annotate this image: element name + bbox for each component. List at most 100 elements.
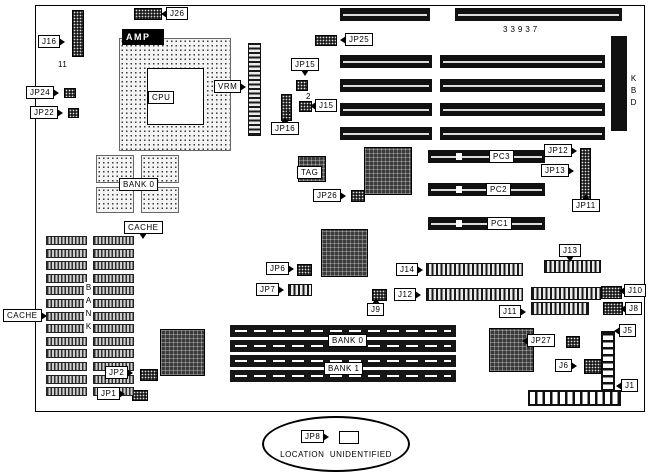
callout-jp13: JP13 bbox=[541, 164, 575, 177]
qfp-chip-north bbox=[364, 147, 412, 195]
callout-tag: TAG bbox=[297, 166, 323, 179]
j11-connector-upper bbox=[531, 287, 601, 300]
isa-slot-3-left bbox=[340, 79, 432, 92]
j1-connector bbox=[528, 390, 621, 406]
cache-chip bbox=[46, 273, 87, 283]
simm-slot-4 bbox=[230, 370, 456, 382]
cache-chip bbox=[93, 311, 134, 321]
jp8-part bbox=[339, 431, 359, 444]
cache-chip bbox=[46, 299, 87, 308]
callout-jp24: JP24 bbox=[26, 86, 60, 99]
callout-pc3: PC3 bbox=[489, 150, 515, 163]
j16-connector bbox=[72, 10, 84, 57]
callout-j5: J5 bbox=[613, 324, 637, 337]
cache-chip bbox=[93, 286, 134, 296]
bank0-chip-4 bbox=[141, 187, 179, 213]
vrm-connector bbox=[248, 43, 261, 136]
callout-j16: J16 bbox=[38, 35, 66, 48]
cache-chip bbox=[46, 236, 87, 245]
callout-jp2: JP2 bbox=[105, 366, 134, 379]
callout-bank-0: BANK 0 bbox=[328, 334, 368, 347]
pci1-notch bbox=[456, 220, 462, 227]
callout-j14: J14 bbox=[396, 263, 424, 276]
callout-bank-1: BANK 1 bbox=[324, 362, 364, 375]
callout-pc1: PC1 bbox=[487, 217, 513, 230]
jp22-jumper bbox=[68, 108, 79, 118]
jp24-jumper bbox=[64, 88, 76, 98]
qfp-chip-south bbox=[321, 229, 368, 277]
bank0-chip-3 bbox=[96, 187, 134, 213]
callout-j9: J9 bbox=[367, 298, 385, 316]
jp16-pin-label: 2 bbox=[286, 110, 291, 119]
j12-connector bbox=[426, 288, 523, 301]
isa-slot-2-left bbox=[340, 55, 432, 68]
cache-chip bbox=[93, 299, 134, 308]
isa-slot-4-left bbox=[340, 103, 432, 116]
callout-jp25: JP25 bbox=[339, 33, 374, 46]
callout-j15: J15 bbox=[309, 99, 338, 112]
callout-vrm: VRM bbox=[214, 80, 247, 93]
cache-chip bbox=[46, 362, 87, 371]
callout-jp26: JP26 bbox=[313, 189, 347, 202]
board-number: 33937 bbox=[503, 25, 541, 34]
j11-connector-lower bbox=[531, 302, 589, 315]
j8-connector bbox=[603, 302, 623, 315]
isa-slot-3-right bbox=[440, 79, 605, 92]
callout-jp15: JP15 bbox=[291, 58, 320, 76]
bank-letters: BANK bbox=[84, 282, 93, 336]
callout-jp7: JP7 bbox=[256, 283, 285, 296]
pci-slot-3 bbox=[428, 150, 545, 163]
jp15-jumper bbox=[296, 80, 308, 91]
callout-j8: J8 bbox=[619, 302, 643, 315]
cache-chip bbox=[46, 261, 87, 271]
isa-slot-1-left bbox=[340, 8, 430, 21]
callout-j6: J6 bbox=[555, 359, 579, 372]
isa-slot-5-left bbox=[340, 127, 432, 140]
callout-amp: AMP bbox=[122, 29, 164, 45]
jp26-jumper bbox=[351, 190, 365, 202]
jp25-jumper bbox=[315, 35, 337, 46]
callout-cache: CACHE bbox=[124, 221, 163, 239]
isa-slot-2-right bbox=[440, 55, 605, 68]
callout-j26: J26 bbox=[160, 7, 189, 20]
callout-j13: J13 bbox=[559, 244, 582, 262]
callout-jp27: JP27 bbox=[521, 334, 556, 347]
qfp-chip-pci bbox=[489, 328, 534, 372]
isa-slot-4-right bbox=[440, 103, 605, 116]
pci2-notch bbox=[456, 186, 462, 193]
jp15-pin-label: 2 bbox=[306, 92, 311, 101]
callout-pc2: PC2 bbox=[486, 183, 512, 196]
callout-jp16: JP16 bbox=[271, 117, 300, 135]
cache-chip bbox=[93, 336, 134, 346]
callout-jp8: JP8 bbox=[301, 430, 330, 443]
callout-j10: J10 bbox=[618, 284, 647, 297]
cache-chip bbox=[46, 387, 87, 397]
callout-jp6: JP6 bbox=[266, 262, 295, 275]
callout-jp12: JP12 bbox=[544, 144, 578, 157]
j14-connector bbox=[426, 263, 523, 276]
cache-chip bbox=[46, 286, 87, 296]
jp2-jumper bbox=[140, 369, 158, 381]
j6-connector bbox=[584, 359, 602, 374]
simm-slot-3 bbox=[230, 355, 456, 367]
pin-count-label: 11 bbox=[58, 60, 68, 69]
j26-connector bbox=[134, 8, 162, 20]
cache-chip bbox=[46, 336, 87, 346]
cache-chip bbox=[93, 248, 134, 258]
callout-bank-0: BANK 0 bbox=[119, 178, 159, 191]
cache-chip bbox=[93, 236, 134, 245]
pci3-notch bbox=[456, 153, 462, 160]
callout-j11: J11 bbox=[499, 305, 526, 318]
cache-chip bbox=[46, 324, 87, 334]
callout-jp22: JP22 bbox=[30, 106, 64, 119]
bank0-chip-2 bbox=[141, 155, 179, 183]
cache-chip bbox=[46, 248, 87, 258]
callout-jp1: JP1 bbox=[97, 387, 126, 400]
isa-slot-1-right bbox=[455, 8, 622, 21]
cache-chip bbox=[46, 349, 87, 359]
isa-slot-5-right bbox=[440, 127, 605, 140]
cache-chip bbox=[93, 273, 134, 283]
cache-chip bbox=[93, 324, 134, 334]
callout-cache: CACHE bbox=[3, 309, 46, 322]
